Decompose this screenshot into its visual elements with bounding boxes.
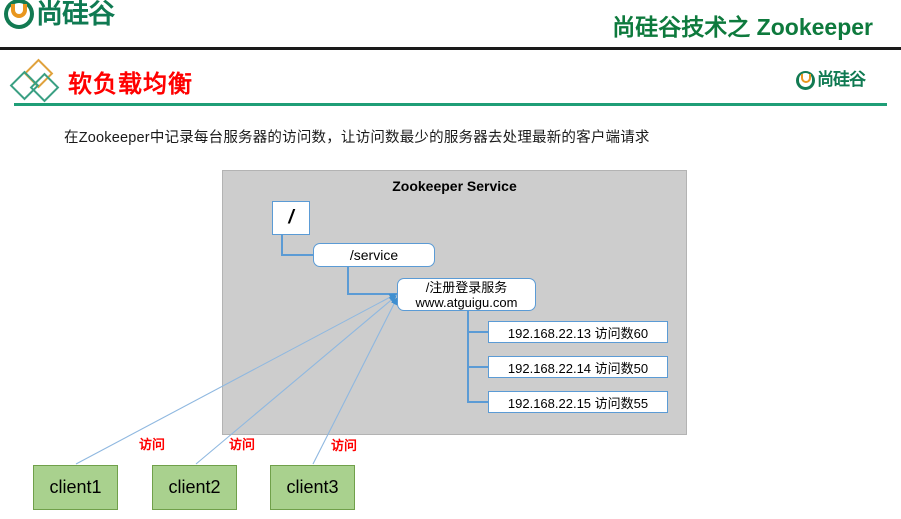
brand-logo-section: 尚硅谷 [796, 70, 866, 90]
page-title: 尚硅谷技术之 Zookeeper [612, 14, 873, 40]
brand-logo-text: 尚硅谷 [36, 0, 115, 29]
client-box-3[interactable]: client3 [270, 465, 355, 510]
client-box-1[interactable]: client1 [33, 465, 118, 510]
connector-service-vertical [347, 267, 349, 295]
connector-ip-2 [467, 366, 489, 368]
connector-root-vertical [281, 235, 283, 255]
connector-register-trunk [467, 311, 469, 403]
connector-service-horizontal [347, 293, 399, 295]
connector-ip-3 [467, 401, 489, 403]
node-root[interactable]: / [272, 201, 310, 235]
server-row-2[interactable]: 192.168.22.14 访问数50 [488, 356, 668, 378]
server-row-1[interactable]: 192.168.22.13 访问数60 [488, 321, 668, 343]
node-register-line1: /注册登录服务 [425, 279, 508, 295]
section-divider [14, 103, 887, 106]
brand-logo-header: 尚硅谷 [4, 0, 115, 30]
client-box-2[interactable]: client2 [152, 465, 237, 510]
node-service[interactable]: /service [313, 243, 435, 267]
atguigu-u-icon [4, 0, 34, 29]
access-label-3: 访问 [331, 438, 358, 453]
brand-logo-text-small: 尚硅谷 [817, 70, 866, 89]
section-header: 软负载均衡 尚硅谷 [0, 58, 901, 106]
connector-ip-1 [467, 331, 489, 333]
zookeeper-service-title: Zookeeper Service [392, 178, 517, 194]
body-paragraph: 在Zookeeper中记录每台服务器的访问数，让访问数最少的服务器去处理最新的客… [64, 130, 650, 146]
section-title: 软负载均衡 [68, 71, 193, 98]
access-label-2: 访问 [229, 437, 256, 452]
connector-root-horizontal [281, 254, 314, 256]
atguigu-u-icon-small [796, 70, 815, 90]
node-register-login-service[interactable]: /注册登录服务 www.atguigu.com [397, 278, 536, 311]
node-register-line2: www.atguigu.com [415, 294, 518, 310]
header-divider [0, 47, 901, 50]
server-row-3[interactable]: 192.168.22.15 访问数55 [488, 391, 668, 413]
access-label-1: 访问 [139, 437, 166, 452]
